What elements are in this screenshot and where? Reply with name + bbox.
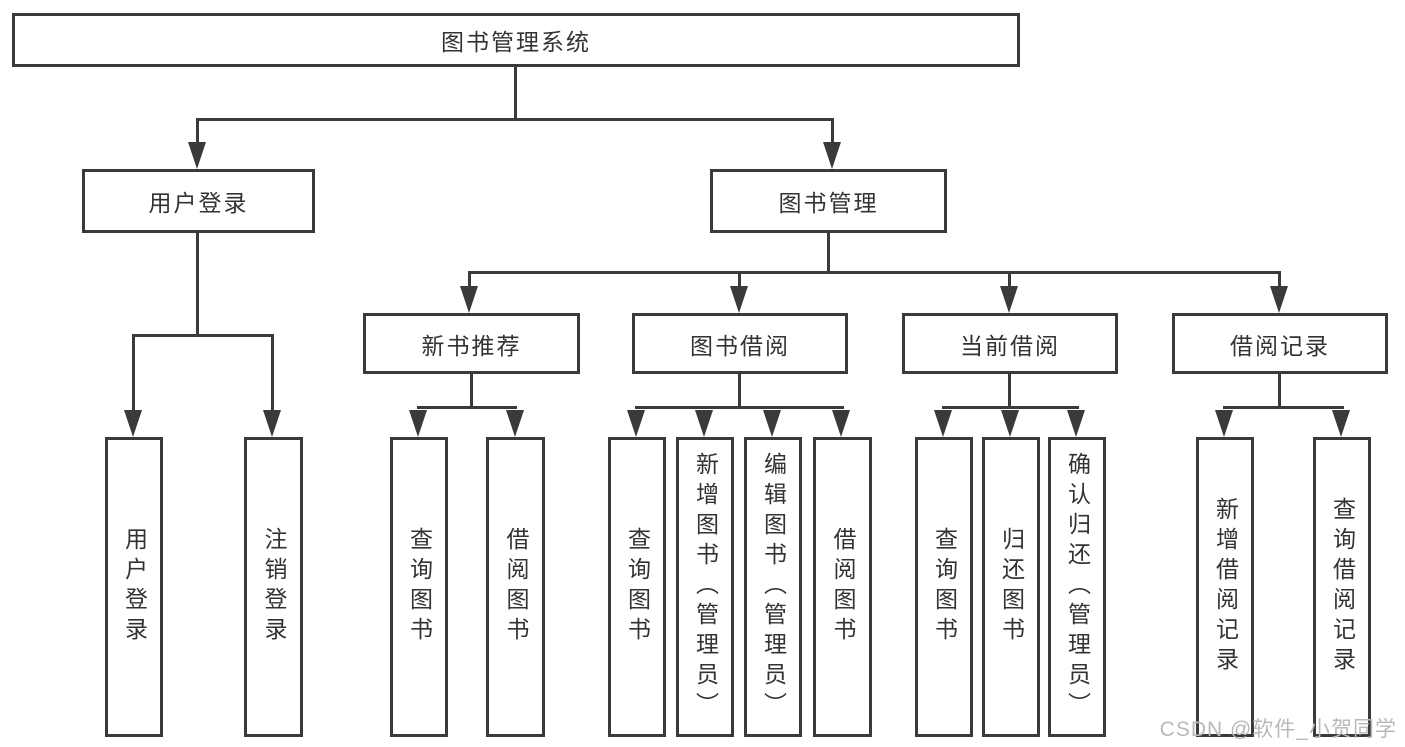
leaf-user-login-label: 用户登录 [121, 527, 148, 647]
leaf-return-books: 归还图书 [982, 437, 1040, 737]
leaf-logout-label: 注销登录 [261, 527, 287, 647]
node-user-login: 用户登录 [82, 169, 315, 233]
connector-login-rail [132, 334, 273, 337]
leaf-borrow-books: 借阅图书 [813, 437, 872, 737]
connector-recommend-rail [417, 406, 517, 409]
leaf-borrow-books-label: 借阅图书 [830, 527, 856, 647]
arrow-down [1332, 410, 1350, 437]
connector-branch [831, 118, 834, 144]
arrow-down [934, 410, 952, 437]
node-root-label: 图书管理系统 [441, 29, 591, 55]
connector-root-stem [514, 67, 517, 120]
leaf-recommend-borrow-books-label: 借阅图书 [503, 527, 529, 647]
node-borrow-records: 借阅记录 [1172, 313, 1388, 374]
arrow-down [763, 410, 781, 437]
leaf-current-query-books-label: 查询图书 [931, 527, 958, 647]
connector-recommend-stem [470, 374, 473, 408]
leaf-user-login: 用户登录 [105, 437, 163, 737]
leaf-add-borrow-record-label: 新增借阅记录 [1212, 497, 1239, 677]
leaf-recommend-query-books-label: 查询图书 [406, 527, 433, 647]
connector-branch [196, 118, 199, 144]
arrow-down [695, 410, 713, 437]
arrow-down [1270, 286, 1288, 313]
node-user-login-label: 用户登录 [148, 190, 249, 216]
leaf-logout: 注销登录 [244, 437, 303, 737]
node-root: 图书管理系统 [12, 13, 1020, 67]
leaf-add-borrow-record: 新增借阅记录 [1196, 437, 1254, 737]
connector-branch [1278, 271, 1281, 288]
arrow-down [823, 142, 841, 169]
connector-branch [468, 271, 471, 288]
connector-level2-rail [196, 118, 834, 121]
arrow-down [1000, 286, 1018, 313]
connector-borrow-stem [738, 374, 741, 408]
arrow-down [124, 410, 142, 437]
connector-records-rail [1223, 406, 1344, 409]
connector-login-stem [196, 233, 199, 337]
connector-borrow-rail [635, 406, 844, 409]
node-current-borrow: 当前借阅 [902, 313, 1118, 374]
connector-branch [1008, 271, 1011, 288]
arrow-down [188, 142, 206, 169]
leaf-confirm-return-admin: 确认归还（管理员） [1048, 437, 1106, 737]
arrow-down [1001, 410, 1019, 437]
csdn-watermark: CSDN @软件_小贺同学 [1159, 718, 1397, 741]
arrow-down [263, 410, 281, 437]
node-new-book-recommend-label: 新书推荐 [421, 332, 522, 359]
connector-management-stem [827, 233, 830, 273]
leaf-recommend-borrow-books: 借阅图书 [486, 437, 545, 737]
leaf-query-borrow-record: 查询借阅记录 [1313, 437, 1371, 737]
arrow-down [460, 286, 478, 313]
node-current-borrow-label: 当前借阅 [960, 332, 1060, 359]
leaf-edit-books-admin-label: 编辑图书（管理员） [760, 452, 787, 722]
node-book-borrow-label: 图书借阅 [690, 332, 790, 359]
arrow-down [409, 410, 427, 437]
arrow-down [506, 410, 524, 437]
connector-current-stem [1008, 374, 1011, 408]
connector-branch [271, 334, 274, 412]
leaf-add-books-admin-label: 新增图书（管理员） [692, 452, 719, 722]
node-new-book-recommend: 新书推荐 [363, 313, 580, 374]
connector-current-rail [942, 406, 1079, 409]
leaf-borrow-query-books-label: 查询图书 [624, 527, 651, 647]
arrow-down [832, 410, 850, 437]
node-book-management: 图书管理 [710, 169, 947, 233]
connector-level3-rail [468, 271, 1281, 274]
node-book-borrow: 图书借阅 [632, 313, 848, 374]
node-borrow-records-label: 借阅记录 [1230, 332, 1330, 359]
arrow-down [730, 286, 748, 313]
leaf-current-query-books: 查询图书 [915, 437, 973, 737]
node-book-management-label: 图书管理 [778, 190, 879, 216]
leaf-return-books-label: 归还图书 [998, 527, 1025, 647]
connector-branch [132, 334, 135, 412]
leaf-add-books-admin: 新增图书（管理员） [676, 437, 734, 737]
leaf-edit-books-admin: 编辑图书（管理员） [744, 437, 802, 737]
arrow-down [1067, 410, 1085, 437]
connector-records-stem [1278, 374, 1281, 408]
arrow-down [1215, 410, 1233, 437]
connector-branch [738, 271, 741, 288]
leaf-recommend-query-books: 查询图书 [390, 437, 448, 737]
leaf-confirm-return-admin-label: 确认归还（管理员） [1064, 452, 1091, 722]
arrow-down [627, 410, 645, 437]
leaf-borrow-query-books: 查询图书 [608, 437, 666, 737]
leaf-query-borrow-record-label: 查询借阅记录 [1329, 497, 1356, 677]
